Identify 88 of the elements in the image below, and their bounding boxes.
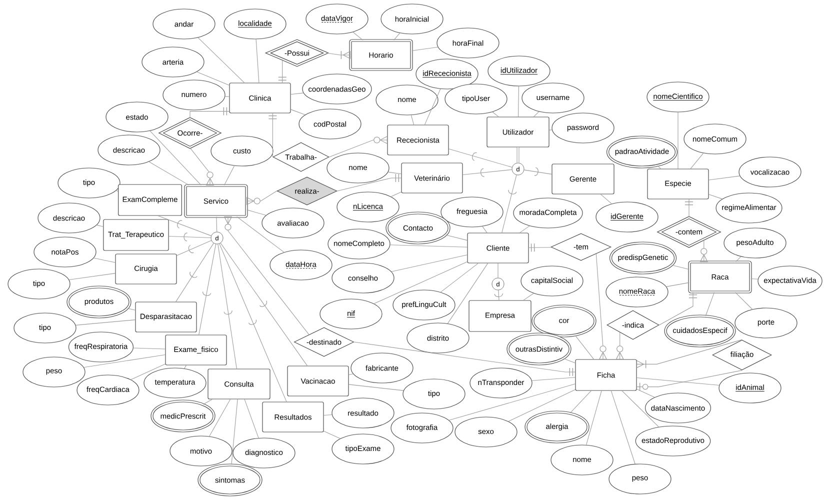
connector-line xyxy=(148,161,190,186)
connector-line xyxy=(324,414,332,416)
connector-line xyxy=(246,210,266,216)
connector-line xyxy=(446,234,468,241)
subset-connector xyxy=(218,244,237,369)
subset-connector xyxy=(168,232,212,242)
connector-line xyxy=(76,320,136,326)
connector-line xyxy=(610,390,636,464)
connector-line xyxy=(482,226,488,233)
connector-line xyxy=(516,147,520,163)
connector-line xyxy=(523,293,534,300)
connector-line xyxy=(290,109,306,116)
connector-line xyxy=(93,258,116,263)
connector-line xyxy=(96,224,104,227)
connector-line xyxy=(68,273,116,280)
cardinality-connector xyxy=(685,199,693,218)
connector-line xyxy=(657,165,662,169)
connector-line xyxy=(533,111,540,117)
subset-connector xyxy=(176,240,212,256)
connector-line xyxy=(586,390,602,446)
connector-line xyxy=(672,264,690,270)
connector-line xyxy=(216,216,218,232)
cardinality-connector xyxy=(528,244,552,252)
connector-line xyxy=(410,114,414,125)
connector-line xyxy=(690,152,704,169)
connector-line xyxy=(636,378,720,386)
subset-connector xyxy=(176,242,214,302)
crows-foot-connector xyxy=(616,332,624,360)
subset-connector xyxy=(220,242,308,366)
connector-line xyxy=(116,190,118,192)
connector-line xyxy=(666,282,690,287)
connector-line xyxy=(708,194,722,200)
connector-line xyxy=(348,374,354,376)
connector-line xyxy=(256,39,260,83)
connector-line xyxy=(570,390,592,414)
connector-line xyxy=(352,32,364,40)
cardinality-connector xyxy=(190,107,230,118)
cardinality-connector xyxy=(354,342,576,376)
subset-connector xyxy=(524,167,552,176)
cardinality-connector xyxy=(268,113,277,158)
connector-line xyxy=(203,399,212,405)
cardinality-connector xyxy=(337,174,402,192)
cardinality-connector xyxy=(278,59,286,83)
subset-connector xyxy=(502,174,517,233)
connector-line xyxy=(231,399,238,465)
subset-connector xyxy=(462,168,512,177)
connector-line xyxy=(348,384,404,391)
connector-line xyxy=(390,192,402,197)
connector-line xyxy=(198,37,245,83)
connector-line xyxy=(127,308,136,310)
connector-line xyxy=(448,384,576,420)
connector-line xyxy=(750,278,758,280)
subset-connector xyxy=(448,148,512,168)
connector-line xyxy=(244,399,259,438)
connector-line xyxy=(424,88,441,125)
connector-line xyxy=(412,46,438,52)
subset-connector xyxy=(198,244,216,335)
connector-line xyxy=(209,399,231,437)
connector-line xyxy=(391,254,468,272)
connector-line xyxy=(388,172,402,174)
connector-line xyxy=(600,194,612,204)
connector-line xyxy=(622,390,659,428)
connector-line xyxy=(705,292,715,316)
connector-line xyxy=(440,263,478,292)
connector-line xyxy=(324,430,340,439)
connector-line xyxy=(636,388,655,398)
connector-line xyxy=(735,292,753,310)
connector-line xyxy=(236,216,284,252)
connector-line xyxy=(84,354,166,368)
connector-line xyxy=(508,389,576,422)
connector-line xyxy=(184,365,187,369)
connector-line xyxy=(447,263,488,324)
connector-line xyxy=(224,96,230,97)
connector-line xyxy=(520,226,530,233)
connector-line xyxy=(224,166,235,186)
connector-line xyxy=(492,112,499,117)
connector-line xyxy=(130,364,166,380)
connector-line xyxy=(393,32,400,40)
cardinality-connector xyxy=(659,292,697,326)
connector-line xyxy=(532,377,576,381)
connector-line xyxy=(290,92,304,95)
connector-line xyxy=(196,72,230,86)
connector-line xyxy=(563,358,576,364)
connector-line xyxy=(708,176,740,180)
connector-line xyxy=(133,348,166,350)
connector-line xyxy=(390,244,468,248)
connector-line xyxy=(735,256,742,262)
subset-connector xyxy=(494,290,503,300)
